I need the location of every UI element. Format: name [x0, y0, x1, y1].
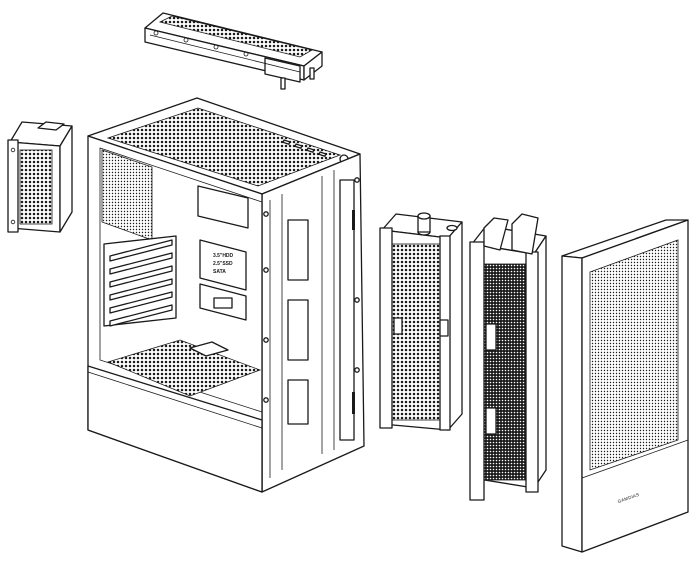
psu-shroud [87, 365, 263, 493]
bottom-mesh-vent [106, 339, 262, 397]
top-radiator [144, 12, 323, 90]
radiator-inlet-fittings [417, 212, 458, 236]
rear-radiator [7, 121, 73, 233]
front-radiator-360 [469, 213, 547, 501]
pc-case-chassis: 3.5"HDD 2.5"SSD SATA [87, 97, 365, 493]
mounting-screws [263, 177, 360, 403]
front-radiator-280 [379, 212, 463, 431]
radiator-end-tank [483, 213, 539, 255]
radiator-fitting-pipes [280, 67, 315, 90]
drive-label-sata: SATA [213, 269, 226, 275]
pcie-slot-covers [103, 235, 177, 327]
drive-label-ssd: 2.5"SSD [213, 261, 233, 267]
drive-bay-label: 3.5"HDD 2.5"SSD SATA [213, 253, 234, 275]
drive-label-hdd: 3.5"HDD [213, 253, 234, 259]
front-panel: GAMDIAS [561, 219, 689, 553]
front-panel-mesh [589, 239, 679, 471]
top-mesh-vent [106, 107, 342, 187]
